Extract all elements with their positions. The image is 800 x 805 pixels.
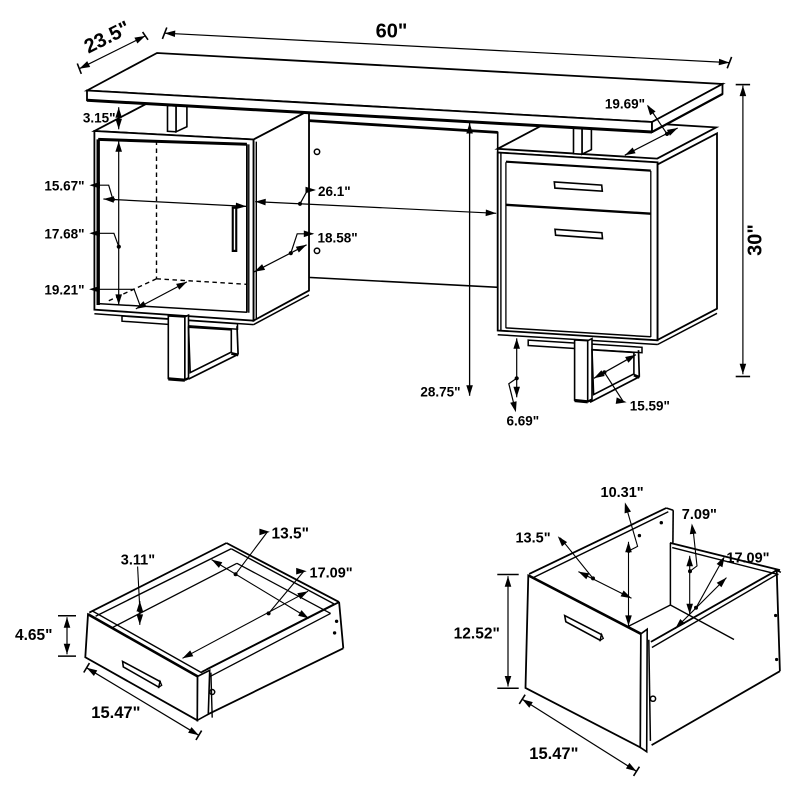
svg-text:17.68": 17.68" xyxy=(44,227,84,242)
svg-text:60": 60" xyxy=(376,21,408,43)
svg-text:15.67": 15.67" xyxy=(44,179,84,194)
svg-text:13.5": 13.5" xyxy=(515,531,550,547)
svg-text:19.69": 19.69" xyxy=(605,97,645,112)
svg-text:10.31": 10.31" xyxy=(601,485,644,501)
svg-text:15.59": 15.59" xyxy=(630,399,670,414)
svg-text:4.65": 4.65" xyxy=(15,627,53,644)
svg-text:19.21": 19.21" xyxy=(44,283,84,298)
svg-text:15.47": 15.47" xyxy=(91,704,140,722)
svg-text:28.75": 28.75" xyxy=(420,384,460,399)
svg-text:17.09": 17.09" xyxy=(726,551,769,567)
svg-text:15.47": 15.47" xyxy=(529,745,578,763)
svg-text:7.09": 7.09" xyxy=(682,507,717,523)
svg-text:13.5": 13.5" xyxy=(272,526,310,543)
svg-text:30": 30" xyxy=(745,224,767,256)
svg-text:12.52": 12.52" xyxy=(454,626,500,643)
svg-text:18.58": 18.58" xyxy=(318,231,358,246)
svg-text:6.69": 6.69" xyxy=(507,414,540,429)
svg-text:17.09": 17.09" xyxy=(310,566,353,582)
svg-text:3.15": 3.15" xyxy=(83,110,116,125)
svg-text:3.11": 3.11" xyxy=(121,552,155,568)
svg-text:26.1": 26.1" xyxy=(318,184,351,199)
